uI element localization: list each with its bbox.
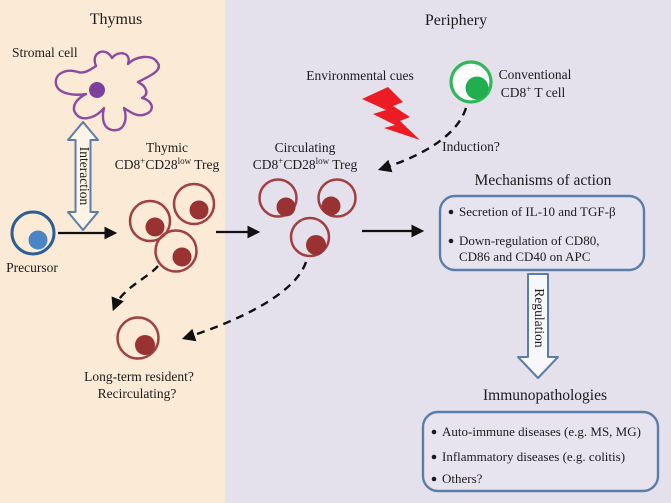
bullet-dot <box>448 238 454 244</box>
immunopathologies-bullet2: Inflammatory diseases (e.g. colitis) <box>442 449 625 464</box>
bullet-dot <box>431 429 437 435</box>
immunopathologies-box <box>421 410 660 493</box>
precursor-label: Precursor <box>6 260 58 275</box>
environmental-cues-label: Environmental cues <box>306 68 414 83</box>
conventional-label-line2: CD8+ T cell <box>501 84 566 100</box>
thymic-to-resident-dashed-arrow <box>111 265 159 312</box>
thymic-treg-cells-icon <box>128 182 216 273</box>
mechanisms-bullet2-line1: Down-regulation of CD80, <box>459 233 599 248</box>
immunopathologies-bullet3: Others? <box>442 471 483 486</box>
circulating-treg-label-line1: Circulating <box>275 140 336 155</box>
induction-label: Induction? <box>442 139 500 154</box>
thymus-panel <box>0 0 225 503</box>
circulating-to-resident-dashed-arrow <box>181 261 308 342</box>
conventional-cd8-cell-icon <box>449 60 493 104</box>
mechanisms-title: Mechanisms of action <box>475 172 612 189</box>
bullet-dot <box>448 209 454 215</box>
periphery-title: Periphery <box>425 12 487 29</box>
resident-treg-cell-icon <box>116 316 160 360</box>
immunopathologies-title: Immunopathologies <box>483 387 607 404</box>
regulation-arrow-icon <box>517 273 559 379</box>
circulating-treg-cells-icon <box>258 178 357 258</box>
regulation-label: Regulation <box>532 288 547 347</box>
stromal-cell-icon <box>54 50 160 132</box>
circulating-treg-label-line2: CD8+CD28low Treg <box>253 156 358 172</box>
thymic-treg-label-line1: Thymic <box>146 140 188 155</box>
interaction-label: Interaction <box>77 147 92 206</box>
stromal-cell-label: Stromal cell <box>12 45 78 60</box>
bullet-dot <box>431 476 437 482</box>
mechanisms-bullet2-line2: CD86 and CD40 on APC <box>459 249 590 264</box>
immunopathologies-bullet1: Auto-immune diseases (e.g. MS, MG) <box>442 424 641 439</box>
interaction-arrow-icon <box>67 121 99 231</box>
mechanisms-bullet1: Secretion of IL-10 and TGF-β <box>459 204 616 219</box>
induction-dashed-arrow <box>377 107 468 173</box>
lightning-bolt-icon <box>362 87 420 140</box>
resident-label-line2: Recirculating? <box>98 386 177 401</box>
thymic-treg-label-line2: CD8+CD28low Treg <box>115 156 220 172</box>
resident-label-line1: Long-term resident? <box>84 369 194 384</box>
mechanisms-box <box>438 194 646 272</box>
precursor-cell-icon <box>10 210 56 256</box>
conventional-label-line1: Conventional <box>499 67 572 82</box>
bullet-dot <box>431 454 437 460</box>
thymus-title: Thymus <box>90 11 142 28</box>
